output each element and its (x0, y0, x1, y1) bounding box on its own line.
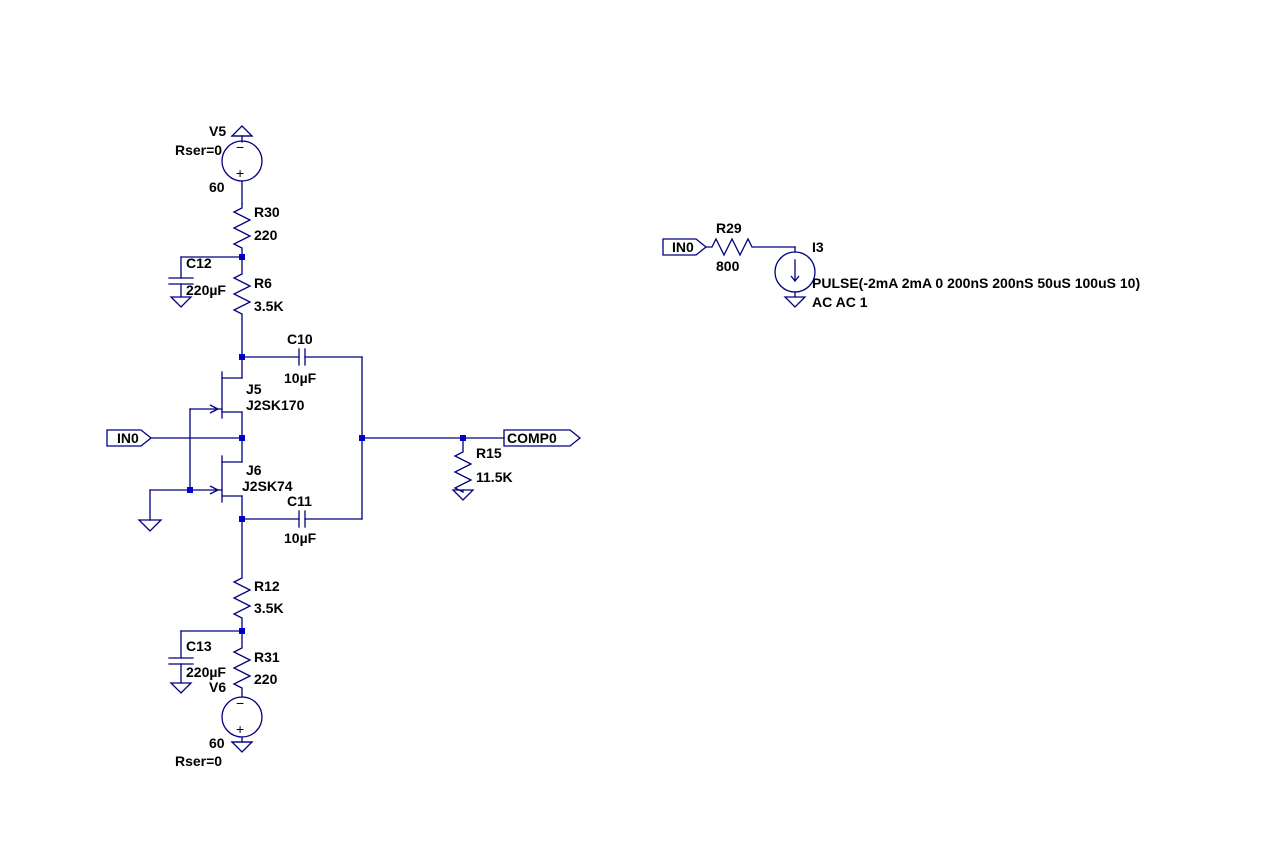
r29-label: R29 (716, 220, 742, 236)
c10-value: 10µF (284, 370, 317, 386)
j6-model: J2SK74 (242, 478, 293, 494)
c12-capacitor[interactable] (168, 256, 243, 308)
v6-minus: − (236, 695, 244, 711)
r12-value: 3.5K (254, 600, 284, 616)
i3-pulse: PULSE(-2mA 2mA 0 200nS 200nS 50uS 100uS … (812, 275, 1140, 291)
r6-value: 3.5K (254, 298, 284, 314)
v6-source[interactable]: − + (221, 695, 263, 753)
j6-label: J6 (246, 462, 262, 478)
v5-label: V5 (209, 123, 226, 139)
i3-ground-icon (783, 296, 807, 308)
r31-value: 220 (254, 671, 278, 687)
r29-resistor[interactable] (705, 237, 796, 257)
in0-left-label: IN0 (117, 430, 139, 446)
j6-arrow-icon (209, 485, 220, 495)
v5-plus: + (236, 165, 244, 181)
c12-label: C12 (186, 255, 212, 271)
r6-resistor[interactable] (232, 256, 252, 358)
j5-label: J5 (246, 381, 262, 397)
j5-jfet[interactable] (189, 356, 243, 439)
c12-ground-icon (169, 296, 193, 308)
r15-resistor[interactable] (453, 437, 473, 494)
in0-right-port[interactable] (662, 238, 708, 256)
v6-label: V6 (209, 679, 226, 695)
i3-ac: AC AC 1 (812, 294, 868, 310)
r12-label: R12 (254, 578, 280, 594)
c13-capacitor[interactable] (168, 630, 243, 694)
r12-resistor[interactable] (232, 518, 252, 632)
c12-value: 220µF (186, 282, 226, 298)
v5-source[interactable]: − + (221, 125, 263, 205)
v5-minus: − (236, 139, 244, 155)
r15-ground-icon (451, 489, 475, 501)
c10-capacitor[interactable] (241, 348, 363, 366)
c10-label: C10 (287, 331, 313, 347)
c11-value: 10µF (284, 530, 317, 546)
gate-ground-icon (137, 519, 163, 532)
r30-value: 220 (254, 227, 278, 243)
comp0-label: COMP0 (507, 430, 557, 446)
v6-bottom-ground-icon (230, 741, 254, 753)
i3-arrow-icon (790, 275, 800, 283)
c11-label: C11 (287, 493, 312, 509)
c11-capacitor[interactable] (241, 510, 363, 528)
j6-jfet[interactable] (149, 437, 243, 520)
c13-ground-icon (169, 682, 193, 694)
r15-value: 11.5K (476, 469, 513, 485)
r31-resistor[interactable] (232, 630, 252, 698)
v6-rser: Rser=0 (175, 753, 222, 769)
r30-resistor[interactable] (232, 203, 252, 258)
in0-left-port[interactable] (106, 429, 153, 447)
j5-model: J2SK170 (246, 397, 305, 413)
in0-right-label: IN0 (672, 239, 694, 255)
c13-label: C13 (186, 638, 212, 654)
c13-value: 220µF (186, 664, 226, 680)
i3-label: I3 (812, 239, 824, 255)
v6-plus: + (236, 721, 244, 737)
v6-value: 60 (209, 735, 225, 751)
comp0-port[interactable] (503, 429, 582, 447)
j5-arrow-icon (209, 404, 220, 414)
r30-label: R30 (254, 204, 280, 220)
r31-label: R31 (254, 649, 280, 665)
i3-current-source[interactable] (774, 246, 816, 308)
v5-value: 60 (209, 179, 225, 195)
v5-rser: Rser=0 (175, 142, 222, 158)
r6-label: R6 (254, 275, 272, 291)
v5-top-ground-icon (230, 125, 254, 137)
r29-value: 800 (716, 258, 740, 274)
r15-label: R15 (476, 445, 502, 461)
